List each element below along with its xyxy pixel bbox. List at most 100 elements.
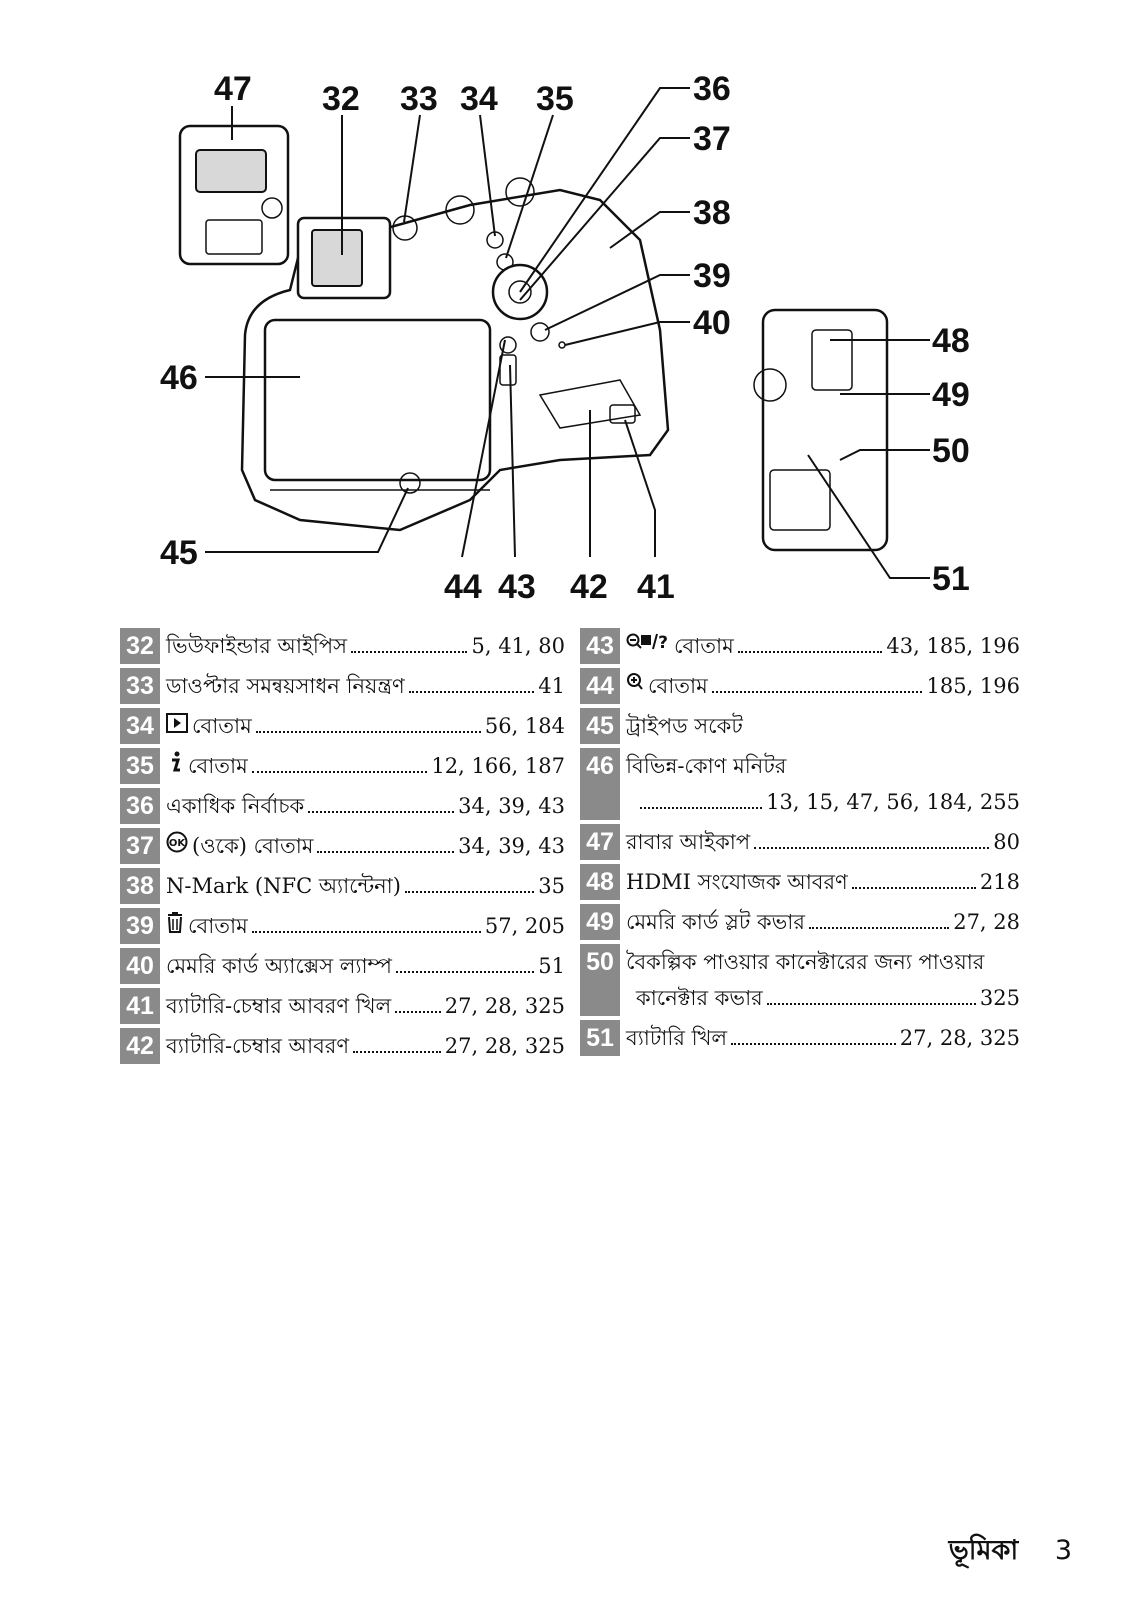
item-label: মেমরি কার্ড অ্যাক্সেস ল্যাম্প	[166, 954, 392, 978]
callout-35: 35	[536, 80, 574, 118]
item-number: 34	[120, 708, 160, 744]
callout-33: 33	[400, 80, 438, 118]
item-pages: 5, 41, 80	[471, 634, 565, 658]
callout-34: 34	[460, 80, 498, 118]
item-number: 40	[120, 948, 160, 984]
monitor-drawing	[263, 318, 492, 482]
legend-item: 37 OK (ওকে) বোতাম 34, 39, 43	[120, 828, 565, 864]
legend-item: 46 বিভিন্ন-কোণ মনিটর 13, 15, 47, 56, 184…	[580, 748, 1020, 820]
section-name: ভূমিকা	[948, 1535, 1019, 1566]
item-pages: 34, 39, 43	[458, 834, 565, 858]
item-number: 37	[120, 828, 160, 864]
callout-40: 40	[693, 304, 731, 342]
item-number: 48	[580, 864, 620, 900]
item-number: 38	[120, 868, 160, 904]
callout-44: 44	[444, 568, 482, 606]
item-pages: 27, 28, 325	[444, 1034, 565, 1058]
item-label: বোতাম	[188, 914, 248, 938]
callout-41: 41	[637, 568, 675, 606]
callout-42: 42	[570, 568, 608, 606]
callout-36: 36	[693, 70, 731, 108]
legend-item: 45 ট্রাইপড সকেট	[580, 708, 1020, 744]
item-pages: 325	[979, 986, 1020, 1010]
item-label: বোতাম	[192, 714, 252, 738]
item-pages: 56, 184	[484, 714, 565, 738]
item-number: 42	[120, 1028, 160, 1064]
zoom-out-help-icon: ?	[626, 633, 668, 653]
callout-32: 32	[322, 80, 360, 118]
item-label: (ওকে) বোতাম	[192, 834, 314, 858]
item-label: বোতাম	[674, 634, 734, 658]
callout-47: 47	[214, 70, 252, 108]
item-label: বৈকল্পিক পাওয়ার কানেক্টারের জন্য পাওয়া…	[626, 950, 985, 974]
item-label: মেমরি কার্ড স্লট কভার	[626, 910, 805, 934]
item-number: 44	[580, 668, 620, 704]
item-label: N-Mark (NFC অ্যান্টেনা)	[166, 874, 401, 898]
item-number: 41	[120, 988, 160, 1024]
side-inset	[761, 308, 889, 552]
page-number: 3	[1054, 1535, 1072, 1566]
callout-50: 50	[932, 432, 970, 470]
camera-body	[240, 177, 670, 532]
zoom-in-icon	[627, 673, 643, 690]
eyecup-inset	[178, 124, 290, 266]
item-number: 35	[120, 748, 160, 784]
legend-item: 50 বৈকল্পিক পাওয়ার কানেক্টারের জন্য পাও…	[580, 944, 1020, 1016]
legend-item: 36 একাধিক নির্বাচক 34, 39, 43	[120, 788, 565, 824]
legend-item: 40 মেমরি কার্ড অ্যাক্সেস ল্যাম্প 51	[120, 948, 565, 984]
item-number: 46	[580, 748, 620, 820]
item-number: 32	[120, 628, 160, 664]
legend-item: 38 N-Mark (NFC অ্যান্টেনা) 35	[120, 868, 565, 904]
callout-43: 43	[498, 568, 536, 606]
item-number: 49	[580, 904, 620, 940]
item-label: একাধিক নির্বাচক	[166, 794, 305, 818]
callout-39: 39	[693, 257, 731, 295]
item-number: 36	[120, 788, 160, 824]
item-number: 47	[580, 824, 620, 860]
item-label: বিভিন্ন-কোণ মনিটর	[626, 754, 787, 778]
legend-item: 34 বোতাম 56, 184	[120, 708, 565, 744]
svg-text:OK: OK	[169, 838, 187, 849]
item-pages: 51	[538, 954, 565, 978]
callout-45: 45	[160, 534, 198, 572]
item-label: ব্যাটারি খিল	[626, 1026, 728, 1050]
item-pages: 27, 28	[953, 910, 1020, 934]
item-number: 50	[580, 944, 620, 1016]
callout-38: 38	[693, 194, 731, 232]
item-pages: 35	[538, 874, 565, 898]
callout-49: 49	[932, 376, 970, 414]
callout-51: 51	[932, 560, 970, 598]
item-label: ব্যাটারি-চেম্বার আবরণ	[166, 1034, 350, 1058]
page-footer: ভূমিকা 3	[949, 1530, 1072, 1575]
item-label: বোতাম	[188, 754, 248, 778]
item-pages: 13, 15, 47, 56, 184, 255	[766, 790, 1020, 814]
legend-item: 41 ব্যাটারি-চেম্বার আবরণ খিল 27, 28, 325	[120, 988, 565, 1024]
item-number: 43	[580, 628, 620, 664]
item-label: ভিউফাইন্ডার আইপিস	[166, 634, 348, 658]
item-label: ব্যাটারি-চেম্বার আবরণ খিল	[166, 994, 392, 1018]
item-pages: 80	[993, 830, 1020, 854]
legend-item: 42 ব্যাটারি-চেম্বার আবরণ 27, 28, 325	[120, 1028, 565, 1064]
legend-item: 32 ভিউফাইন্ডার আইপিস 5, 41, 80	[120, 628, 565, 664]
item-pages: 27, 28, 325	[444, 994, 565, 1018]
item-pages: 41	[538, 674, 565, 698]
item-pages: 185, 196	[926, 674, 1020, 698]
ok-icon: OK	[166, 831, 188, 853]
item-label-cont: কানেক্টার কভার	[636, 986, 763, 1010]
trash-icon	[168, 912, 182, 933]
item-number: 45	[580, 708, 620, 744]
callout-48: 48	[932, 322, 970, 360]
svg-text:?: ?	[658, 633, 668, 653]
legend-item: 49 মেমরি কার্ড স্লট কভার 27, 28	[580, 904, 1020, 940]
item-pages: 57, 205	[484, 914, 565, 938]
item-pages: 34, 39, 43	[458, 794, 565, 818]
item-label: বোতাম	[648, 674, 708, 698]
legend-item: 44 বোতাম 185, 196	[580, 668, 1020, 704]
